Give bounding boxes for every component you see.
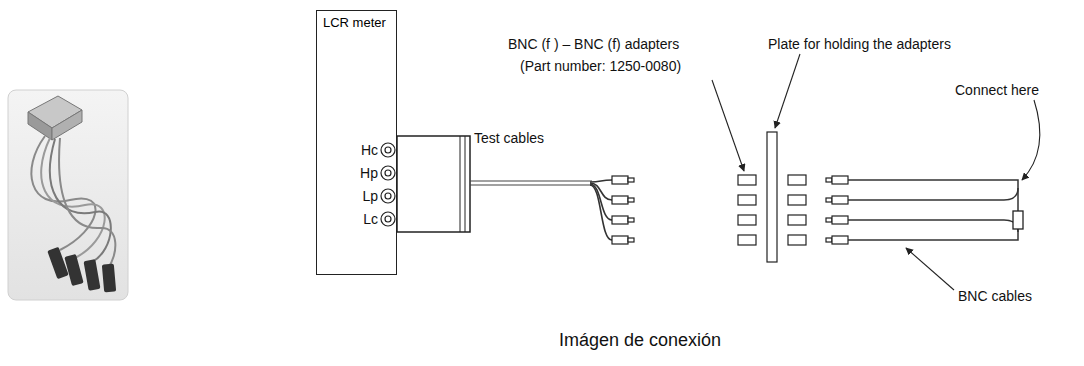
bnc-plug	[832, 176, 848, 184]
bnc-plug-tip	[826, 218, 832, 222]
bnc-jack	[381, 166, 395, 180]
callout-label: Connect here	[955, 82, 1039, 98]
bnc-jack	[381, 143, 395, 157]
pin-name: Hc	[361, 142, 378, 158]
fixture-edge	[460, 136, 461, 232]
pin-name: Lc	[363, 211, 378, 227]
bnc-adapter	[788, 235, 806, 245]
part-number: (Part number: 1250-0080)	[520, 58, 681, 74]
box-title: LCR meter	[317, 11, 396, 34]
bnc-jack	[381, 189, 395, 203]
resistor-symbol	[1013, 211, 1023, 229]
test-cable-branch	[590, 180, 612, 182]
bnc-adapter	[788, 215, 806, 225]
test-cable	[470, 180, 592, 181]
bnc-adapter	[738, 195, 756, 205]
fixture-edge	[465, 136, 466, 232]
fixture-block	[397, 136, 470, 232]
bnc-plug	[832, 236, 848, 244]
photo-plug	[64, 254, 83, 286]
bnc-plug	[612, 196, 628, 204]
bnc-cable	[848, 229, 1018, 240]
bnc-plug-tip	[628, 218, 634, 222]
test-cable-branch	[590, 185, 612, 240]
leader-arrow	[1022, 100, 1040, 180]
bnc-jack-pin	[385, 193, 391, 199]
caption: Imágen de conexión	[559, 330, 721, 350]
part-label: BNC (f ) – BNC (f) adapters	[508, 36, 679, 52]
photo-plug	[47, 247, 69, 279]
bnc-plug-tip	[826, 238, 832, 242]
bnc-plug-tip	[628, 198, 634, 202]
bnc-plug-tip	[628, 238, 634, 242]
test-cable	[470, 184, 592, 185]
leader-arrow	[775, 54, 800, 128]
photo-frame	[8, 90, 128, 300]
bnc-jack-pin	[385, 216, 391, 222]
bnc-plug	[612, 216, 628, 224]
fixture-box-side	[28, 112, 52, 140]
part-label: Plate for holding the adapters	[768, 36, 951, 52]
bnc-adapter	[788, 175, 806, 185]
fixture-box-front	[52, 110, 82, 140]
bnc-cable	[848, 220, 1018, 232]
part-label: Test cables	[474, 130, 544, 146]
bnc-jack-pin	[385, 170, 391, 176]
pin-name: Hp	[360, 165, 378, 181]
bnc-plug	[832, 216, 848, 224]
bnc-adapter	[738, 175, 756, 185]
bnc-jack-pin	[385, 147, 391, 153]
instrument-box: LCR meter	[316, 10, 397, 275]
leader-arrow	[712, 80, 744, 171]
bnc-plug	[832, 196, 848, 204]
bnc-adapter	[738, 215, 756, 225]
leader-arrow	[906, 248, 954, 290]
bnc-adapter	[738, 235, 756, 245]
bnc-jack	[381, 212, 395, 226]
bnc-cable	[848, 180, 1018, 211]
bnc-plug-tip	[826, 198, 832, 202]
bnc-plug	[612, 236, 628, 244]
bnc-plug	[612, 176, 628, 184]
holding-plate	[767, 132, 777, 262]
photo-cable	[59, 138, 115, 268]
pin-name: Lp	[362, 188, 378, 204]
photo-plug	[83, 259, 100, 291]
bnc-adapter	[788, 195, 806, 205]
bnc-cable	[848, 188, 1018, 200]
photo-cable	[31, 136, 95, 250]
bnc-plug-tip	[628, 178, 634, 182]
photo-plug	[102, 264, 116, 293]
part-label: BNC cables	[958, 288, 1032, 304]
bnc-plug-tip	[826, 178, 832, 182]
